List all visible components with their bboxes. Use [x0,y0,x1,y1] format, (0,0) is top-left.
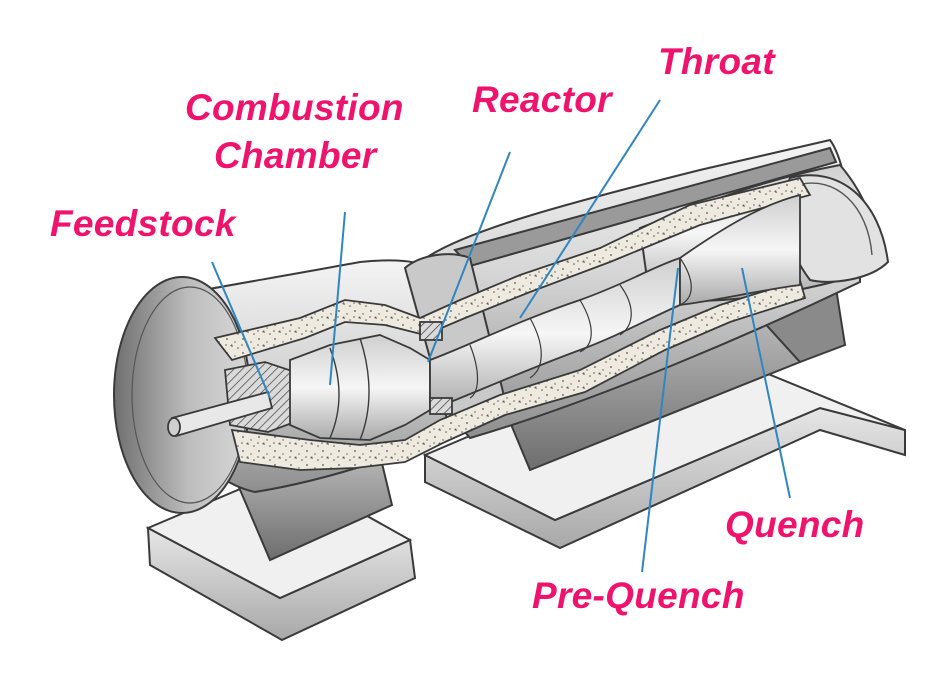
flow-bore [167,193,801,441]
combustion-chamber-leader [329,211,346,386]
quench-label: Quench [725,504,865,545]
pre-quench-label: Pre-Quench [532,575,745,616]
reactor-label: Reactor [472,79,612,120]
reactor-leader [427,151,511,363]
throat-label: Throat [658,41,775,82]
feedstock-label: Feedstock [50,203,236,244]
leader-lines [211,99,791,573]
pre-quench-leader [641,267,679,573]
combustion-chamber-label-line1: Combustion [185,87,404,128]
quench-leader [741,267,791,499]
feedstock-leader [211,261,271,399]
combustion-chamber-label-line2: Chamber [214,135,377,176]
throat-leader [519,99,661,319]
rear-support-base [422,280,906,550]
